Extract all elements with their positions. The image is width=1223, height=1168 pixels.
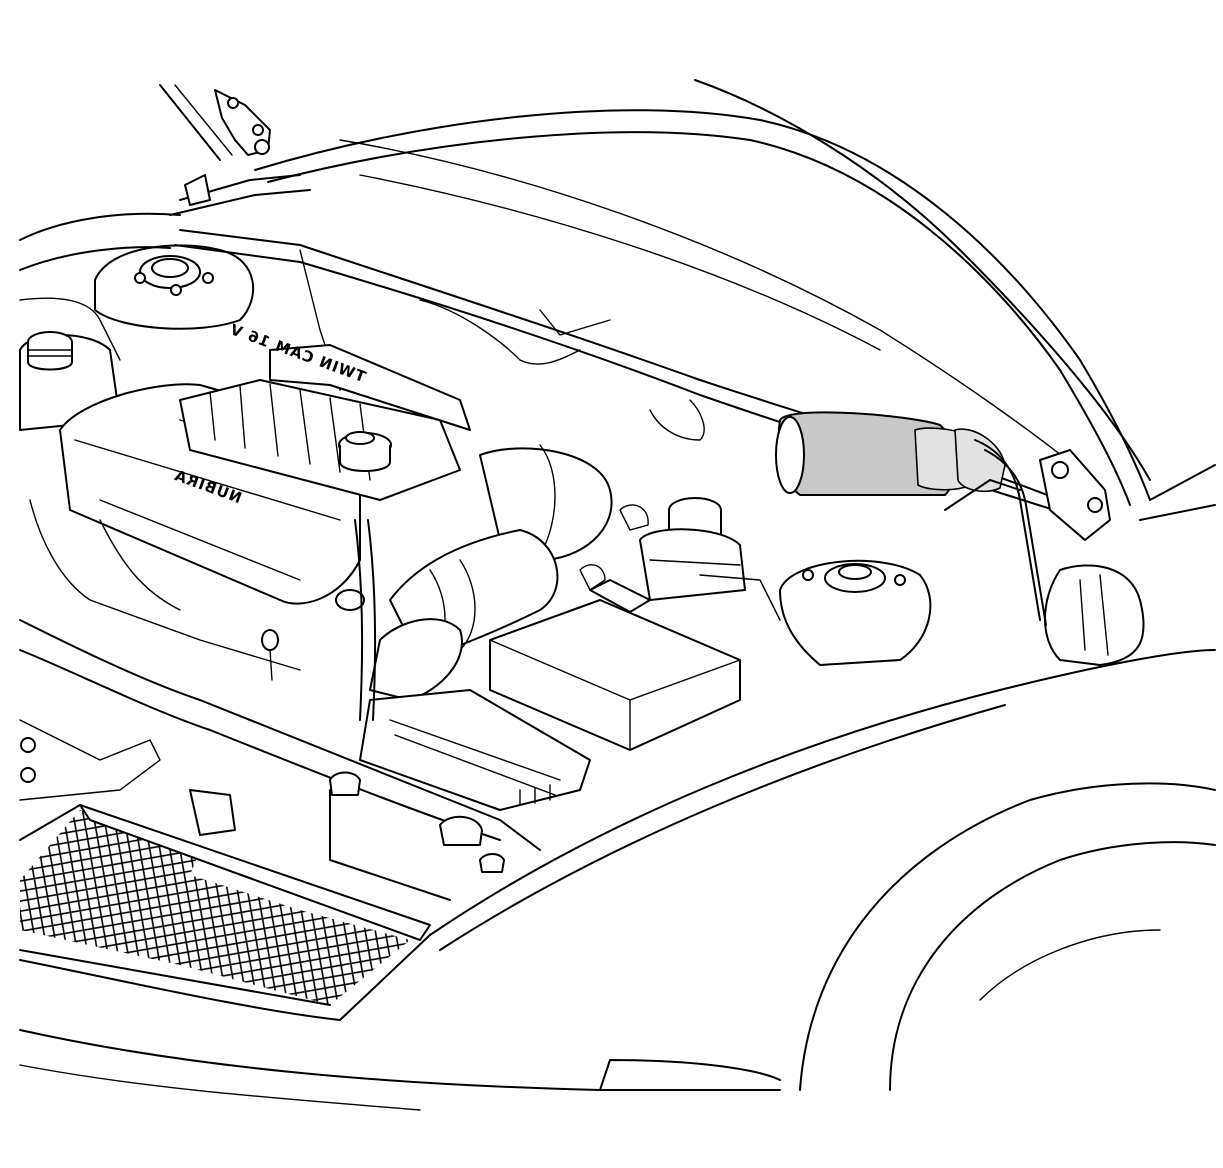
hood [159,79,1151,506]
engine-details [29,499,781,721]
oil-filler-cap [338,431,392,472]
wheel-arch [799,782,1216,1091]
air-cleaner-housing [359,689,591,811]
hood-hinge [169,89,311,216]
battery [489,579,741,751]
left-strut-tower [19,212,254,361]
coolant-reservoir [19,331,121,431]
right-fender [429,464,1216,951]
front-bumper [19,934,781,1111]
right-strut-tower [779,559,932,666]
radiator-support [19,619,541,901]
air-intake-duct [369,444,613,701]
brake-fluid-reservoir [639,497,746,601]
right-hood-bracket [1039,449,1145,666]
radiator-grille [19,804,431,1006]
hood-support-rod [775,411,1047,626]
